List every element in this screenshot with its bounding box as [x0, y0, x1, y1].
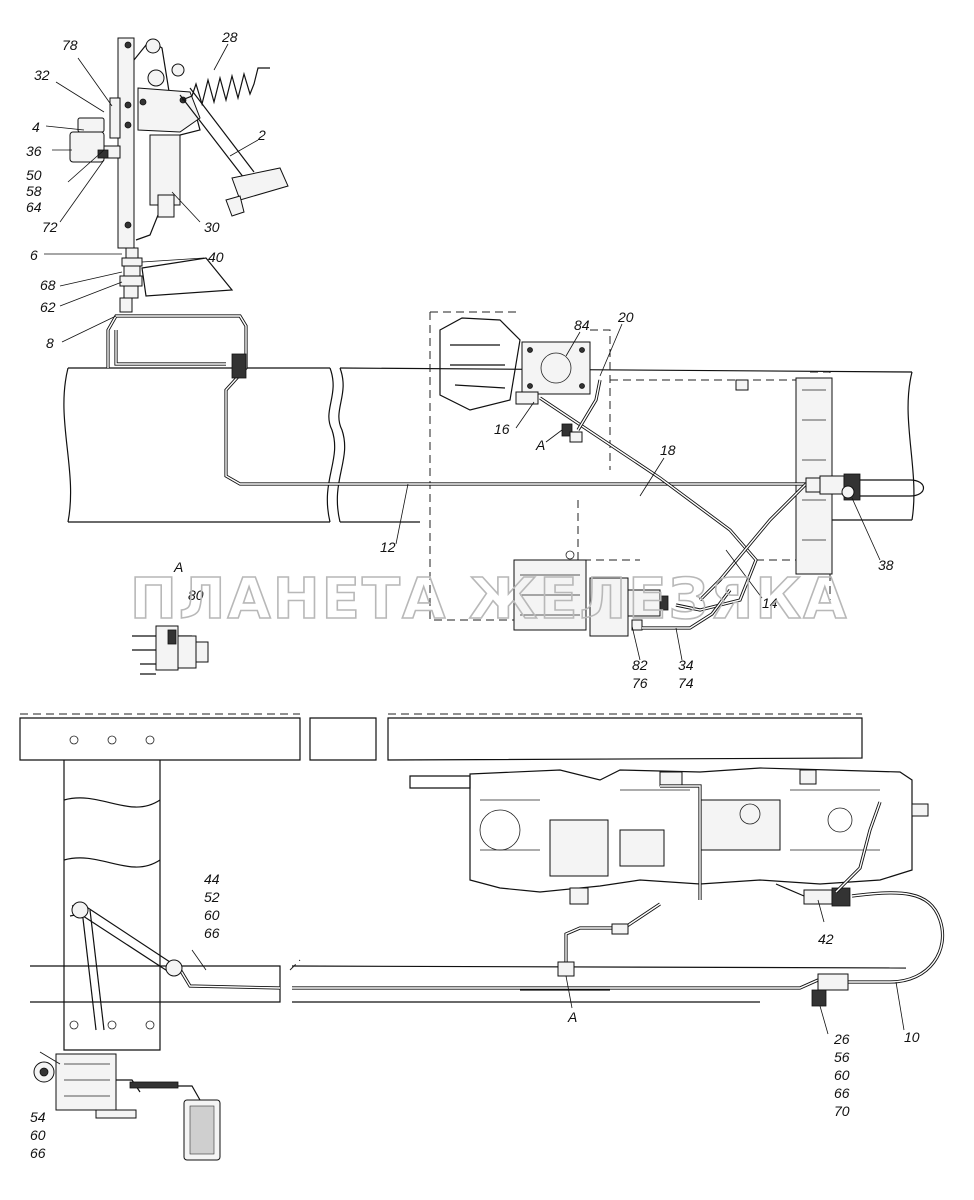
labels-bottom: 44 52 60 66 42 A 10 26 56 60 66 70 54 60…	[30, 871, 920, 1161]
label-26: 26	[833, 1031, 850, 1047]
leader-lines-bottom	[39, 899, 905, 1065]
label-16: 16	[494, 421, 510, 437]
label-34: 34	[678, 657, 694, 673]
view-a-inset	[132, 625, 209, 675]
label-84: 84	[574, 317, 590, 333]
label-14: 14	[762, 595, 778, 611]
label-12: 12	[380, 539, 396, 555]
label-8: 8	[46, 335, 54, 351]
label-62: 62	[40, 299, 56, 315]
label-64: 64	[26, 199, 42, 215]
label-70: 70	[834, 1103, 850, 1119]
label-60-left: 60	[30, 1127, 46, 1143]
bottom-view: 44 52 60 66 42 A 10 26 56 60 66 70 54 60…	[19, 713, 945, 1161]
label-28: 28	[221, 29, 238, 45]
clutch-booster	[513, 550, 669, 637]
label-78: 78	[62, 37, 78, 53]
label-60-right: 60	[834, 1067, 850, 1083]
clutch-master-cylinder	[69, 117, 121, 163]
tee-16	[515, 391, 583, 443]
label-a-top: A	[535, 437, 545, 453]
label-50: 50	[26, 167, 42, 183]
label-36: 36	[26, 143, 42, 159]
label-40: 40	[208, 249, 224, 265]
frame-rail-top	[63, 367, 915, 523]
label-56: 56	[834, 1049, 850, 1065]
label-60-upper: 60	[204, 907, 220, 923]
label-76: 76	[632, 675, 648, 691]
pipe-18	[539, 396, 808, 612]
leader-lines-top	[44, 43, 881, 661]
hose-10	[775, 801, 945, 1007]
label-82: 82	[632, 657, 648, 673]
return-spring	[181, 67, 270, 107]
label-a-view: A	[173, 559, 183, 575]
labels-top: 78 28 32 4 2 36 50 58 64 72 30 6 40 68 6…	[26, 29, 894, 691]
label-80: 80	[188, 587, 204, 603]
label-66-upper: 66	[204, 925, 220, 941]
gearbox-bottom	[409, 767, 929, 905]
label-10: 10	[904, 1029, 920, 1045]
label-54: 54	[30, 1109, 46, 1125]
label-2: 2	[257, 127, 266, 143]
cross-member	[63, 760, 161, 1051]
label-6: 6	[30, 247, 38, 263]
label-74: 74	[678, 675, 694, 691]
pipe-12	[106, 314, 806, 486]
label-a-bottom: A	[567, 1009, 577, 1025]
label-20: 20	[617, 309, 634, 325]
clutch-pedal-lever	[179, 87, 289, 217]
label-32: 32	[34, 67, 50, 83]
label-58: 58	[26, 183, 42, 199]
label-72: 72	[42, 219, 58, 235]
pipe-34	[642, 589, 732, 630]
label-44: 44	[204, 871, 220, 887]
label-52: 52	[204, 889, 220, 905]
top-view: 78 28 32 4 2 36 50 58 64 72 30 6 40 68 6…	[26, 29, 925, 691]
pedal-linkage-bottom	[33, 901, 221, 1161]
pedal-bracket	[109, 37, 201, 249]
frame-rail-bottom-lower	[30, 959, 907, 1003]
outlet-fittings	[119, 247, 234, 313]
hose-38	[805, 473, 925, 501]
label-38: 38	[878, 557, 894, 573]
label-18: 18	[660, 442, 676, 458]
label-30: 30	[204, 219, 220, 235]
label-68: 68	[40, 277, 56, 293]
label-66-right: 66	[834, 1085, 850, 1101]
frame-rail-bottom-upper	[19, 713, 863, 761]
label-66-left: 66	[30, 1145, 46, 1161]
label-42: 42	[818, 931, 834, 947]
watermark: ПЛАНЕТА ЖЕЛЕЗЯКА	[130, 567, 848, 632]
label-4: 4	[32, 119, 40, 135]
pipe-20	[576, 379, 602, 431]
gearbox-housing	[439, 317, 833, 575]
